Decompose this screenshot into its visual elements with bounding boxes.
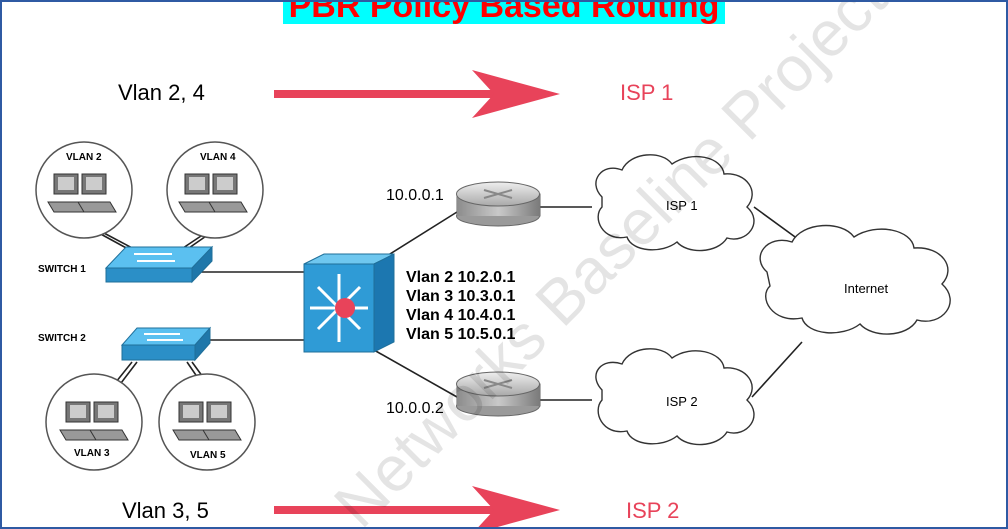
isp-2-cloud [595,348,755,446]
title-banner: PBR Policy Based Routing [2,2,1006,24]
switch-2-label: SWITCH 2 [38,333,86,344]
router-1-ip: 10.0.0.1 [386,187,444,204]
isp-1-cloud-label: ISP 1 [666,198,698,213]
clouds [595,154,951,446]
isp-2-cloud-label: ISP 2 [666,394,698,409]
flow-source-vlan-3-5: Vlan 3, 5 [122,498,209,523]
vlan-2-group [35,141,133,239]
internet-cloud [759,224,951,335]
internet-cloud-label: Internet [844,281,889,296]
interface-vlan-4: Vlan 4 10.4.0.1 [406,307,516,324]
isp-1-cloud [595,154,755,252]
switch-2-icon [120,326,212,362]
vlan-4-label: VLAN 4 [200,152,236,163]
vlan-2-label: VLAN 2 [66,152,102,163]
interface-vlan-5: Vlan 5 10.5.0.1 [406,326,516,343]
router-2-icon [456,371,541,417]
interface-vlan-3: Vlan 3 10.3.0.1 [406,288,516,305]
arrow-vlan-2-4 [274,70,560,118]
core-switch-interfaces: Vlan 2 10.2.0.1 Vlan 3 10.3.0.1 Vlan 4 1… [406,268,515,344]
vlan-4-group [166,141,264,239]
router-1-icon [456,181,541,227]
vlan-3-label: VLAN 3 [74,448,110,459]
flow-source-vlan-2-4: Vlan 2, 4 [118,80,205,105]
arrow-vlan-3-5 [274,486,560,527]
switch-1-icon [104,245,214,284]
switch-1-label: SWITCH 1 [38,264,86,275]
core-switch-icon [303,253,395,353]
interface-vlan-2: Vlan 2 10.2.0.1 [406,269,516,286]
router-2-ip: 10.0.0.2 [386,400,444,417]
vlan-5-group [158,373,256,471]
flow-target-isp-1: ISP 1 [620,80,674,105]
vlan-3-group [45,373,143,471]
vlan-5-label: VLAN 5 [190,450,226,461]
flow-target-isp-2: ISP 2 [626,498,680,523]
page-title: PBR Policy Based Routing [282,2,726,24]
